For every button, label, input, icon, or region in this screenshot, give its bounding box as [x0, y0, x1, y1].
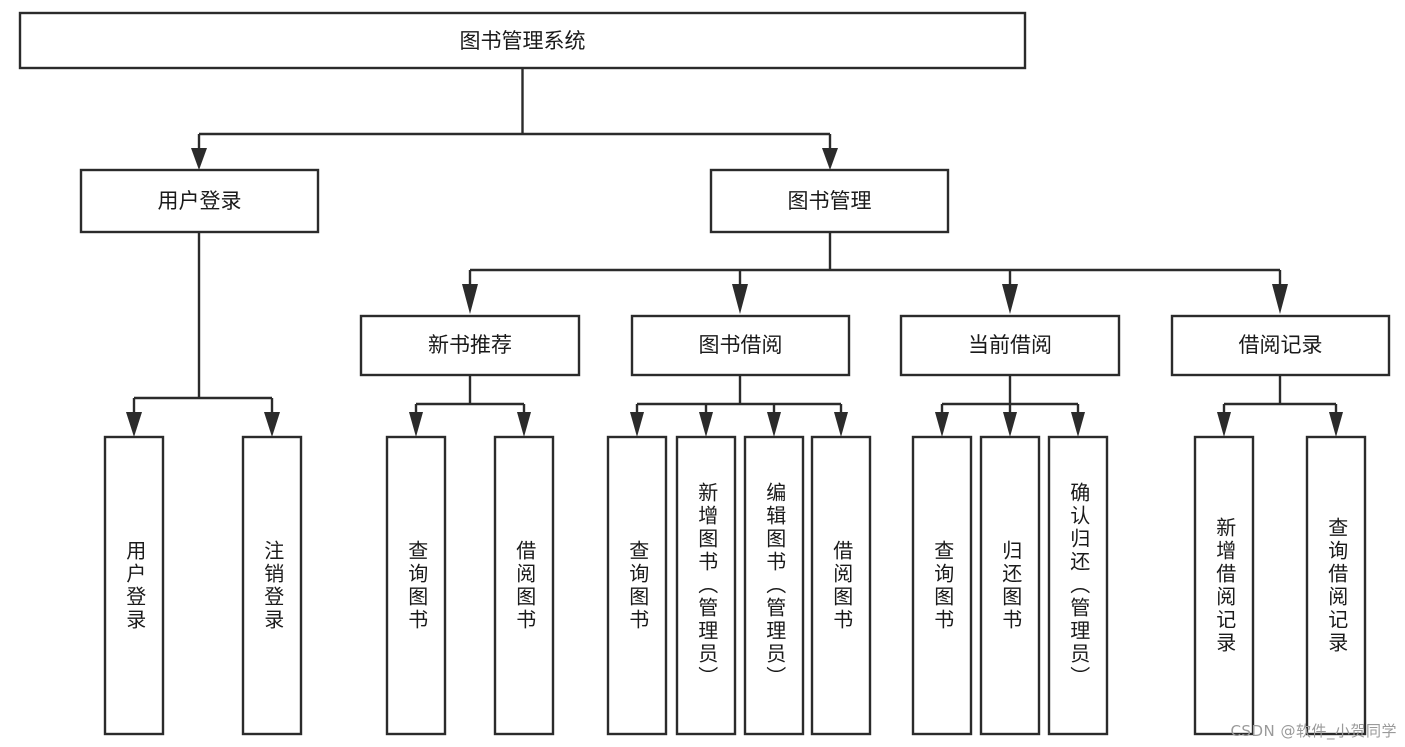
arrow-head-book-manage	[822, 148, 838, 170]
arrow-head-leaf-query-book-3	[935, 412, 949, 437]
arrow-head-leaf-query-book-1	[409, 412, 423, 437]
arrow-head-leaf-query-book-2	[630, 412, 644, 437]
node-box-leaf-borrow-book-2[interactable]	[810, 435, 872, 736]
node-box-leaf-add-book[interactable]	[675, 435, 737, 736]
node-label-book-manage: 图书管理	[788, 189, 872, 213]
arrow-head-current-borrow	[1002, 284, 1018, 314]
connector-group-current-borrow	[935, 375, 1085, 437]
node-box-leaf-query-book-3[interactable]	[911, 435, 973, 736]
arrow-head-leaf-return-book	[1003, 412, 1017, 437]
node-label-new-book-rec: 新书推荐	[428, 333, 512, 357]
node-box-leaf-borrow-book-1[interactable]	[493, 435, 555, 736]
arrow-head-leaf-borrow-book-2	[834, 412, 848, 437]
node-box-leaf-edit-book[interactable]	[743, 435, 805, 736]
arrow-head-leaf-add-book	[699, 412, 713, 437]
node-box-user-login[interactable]	[79, 168, 320, 234]
connector-group-root	[191, 68, 838, 170]
node-label-borrow-record: 借阅记录	[1239, 333, 1323, 357]
node-box-book-manage[interactable]	[709, 168, 950, 234]
arrow-head-leaf-query-record	[1329, 412, 1343, 437]
node-box-leaf-add-record[interactable]	[1193, 435, 1255, 736]
connector-group-user-login	[126, 232, 280, 437]
connector-group-book-borrow	[630, 375, 848, 437]
csdn-watermark: CSDN @软件_小贺同学	[1230, 722, 1397, 740]
arrow-head-leaf-confirm-return	[1071, 412, 1085, 437]
arrow-head-user-login	[191, 148, 207, 170]
node-box-leaf-query-book-2[interactable]	[606, 435, 668, 736]
node-box-leaf-query-book-1[interactable]	[385, 435, 447, 736]
node-box-borrow-record[interactable]	[1170, 314, 1391, 377]
arrow-head-leaf-user-login	[126, 412, 142, 437]
node-box-leaf-user-login[interactable]	[103, 435, 165, 736]
node-box-current-borrow[interactable]	[899, 314, 1121, 377]
node-label-current-borrow: 当前借阅	[968, 333, 1052, 357]
node-box-root[interactable]	[18, 11, 1027, 70]
node-box-leaf-logout[interactable]	[241, 435, 303, 736]
node-label-book-borrow: 图书借阅	[699, 333, 783, 357]
arrow-head-book-borrow	[732, 284, 748, 314]
node-box-leaf-query-record[interactable]	[1305, 435, 1367, 736]
arrow-head-leaf-borrow-book-1	[517, 412, 531, 437]
arrow-head-leaf-add-record	[1217, 412, 1231, 437]
node-label-user-login: 用户登录	[158, 189, 242, 213]
node-box-leaf-confirm-return[interactable]	[1047, 435, 1109, 736]
arrow-head-borrow-record	[1272, 284, 1288, 314]
connector-group-new-book-rec	[409, 375, 531, 437]
arrow-head-leaf-logout	[264, 412, 280, 437]
arrow-head-leaf-edit-book	[767, 412, 781, 437]
arrow-head-new-book-rec	[462, 284, 478, 314]
connector-group-borrow-record	[1217, 375, 1343, 437]
node-box-leaf-return-book[interactable]	[979, 435, 1041, 736]
node-label-root: 图书管理系统	[460, 29, 586, 53]
node-box-new-book-rec[interactable]	[359, 314, 581, 377]
connector-group-book-manage	[462, 232, 1288, 314]
node-box-book-borrow[interactable]	[630, 314, 851, 377]
